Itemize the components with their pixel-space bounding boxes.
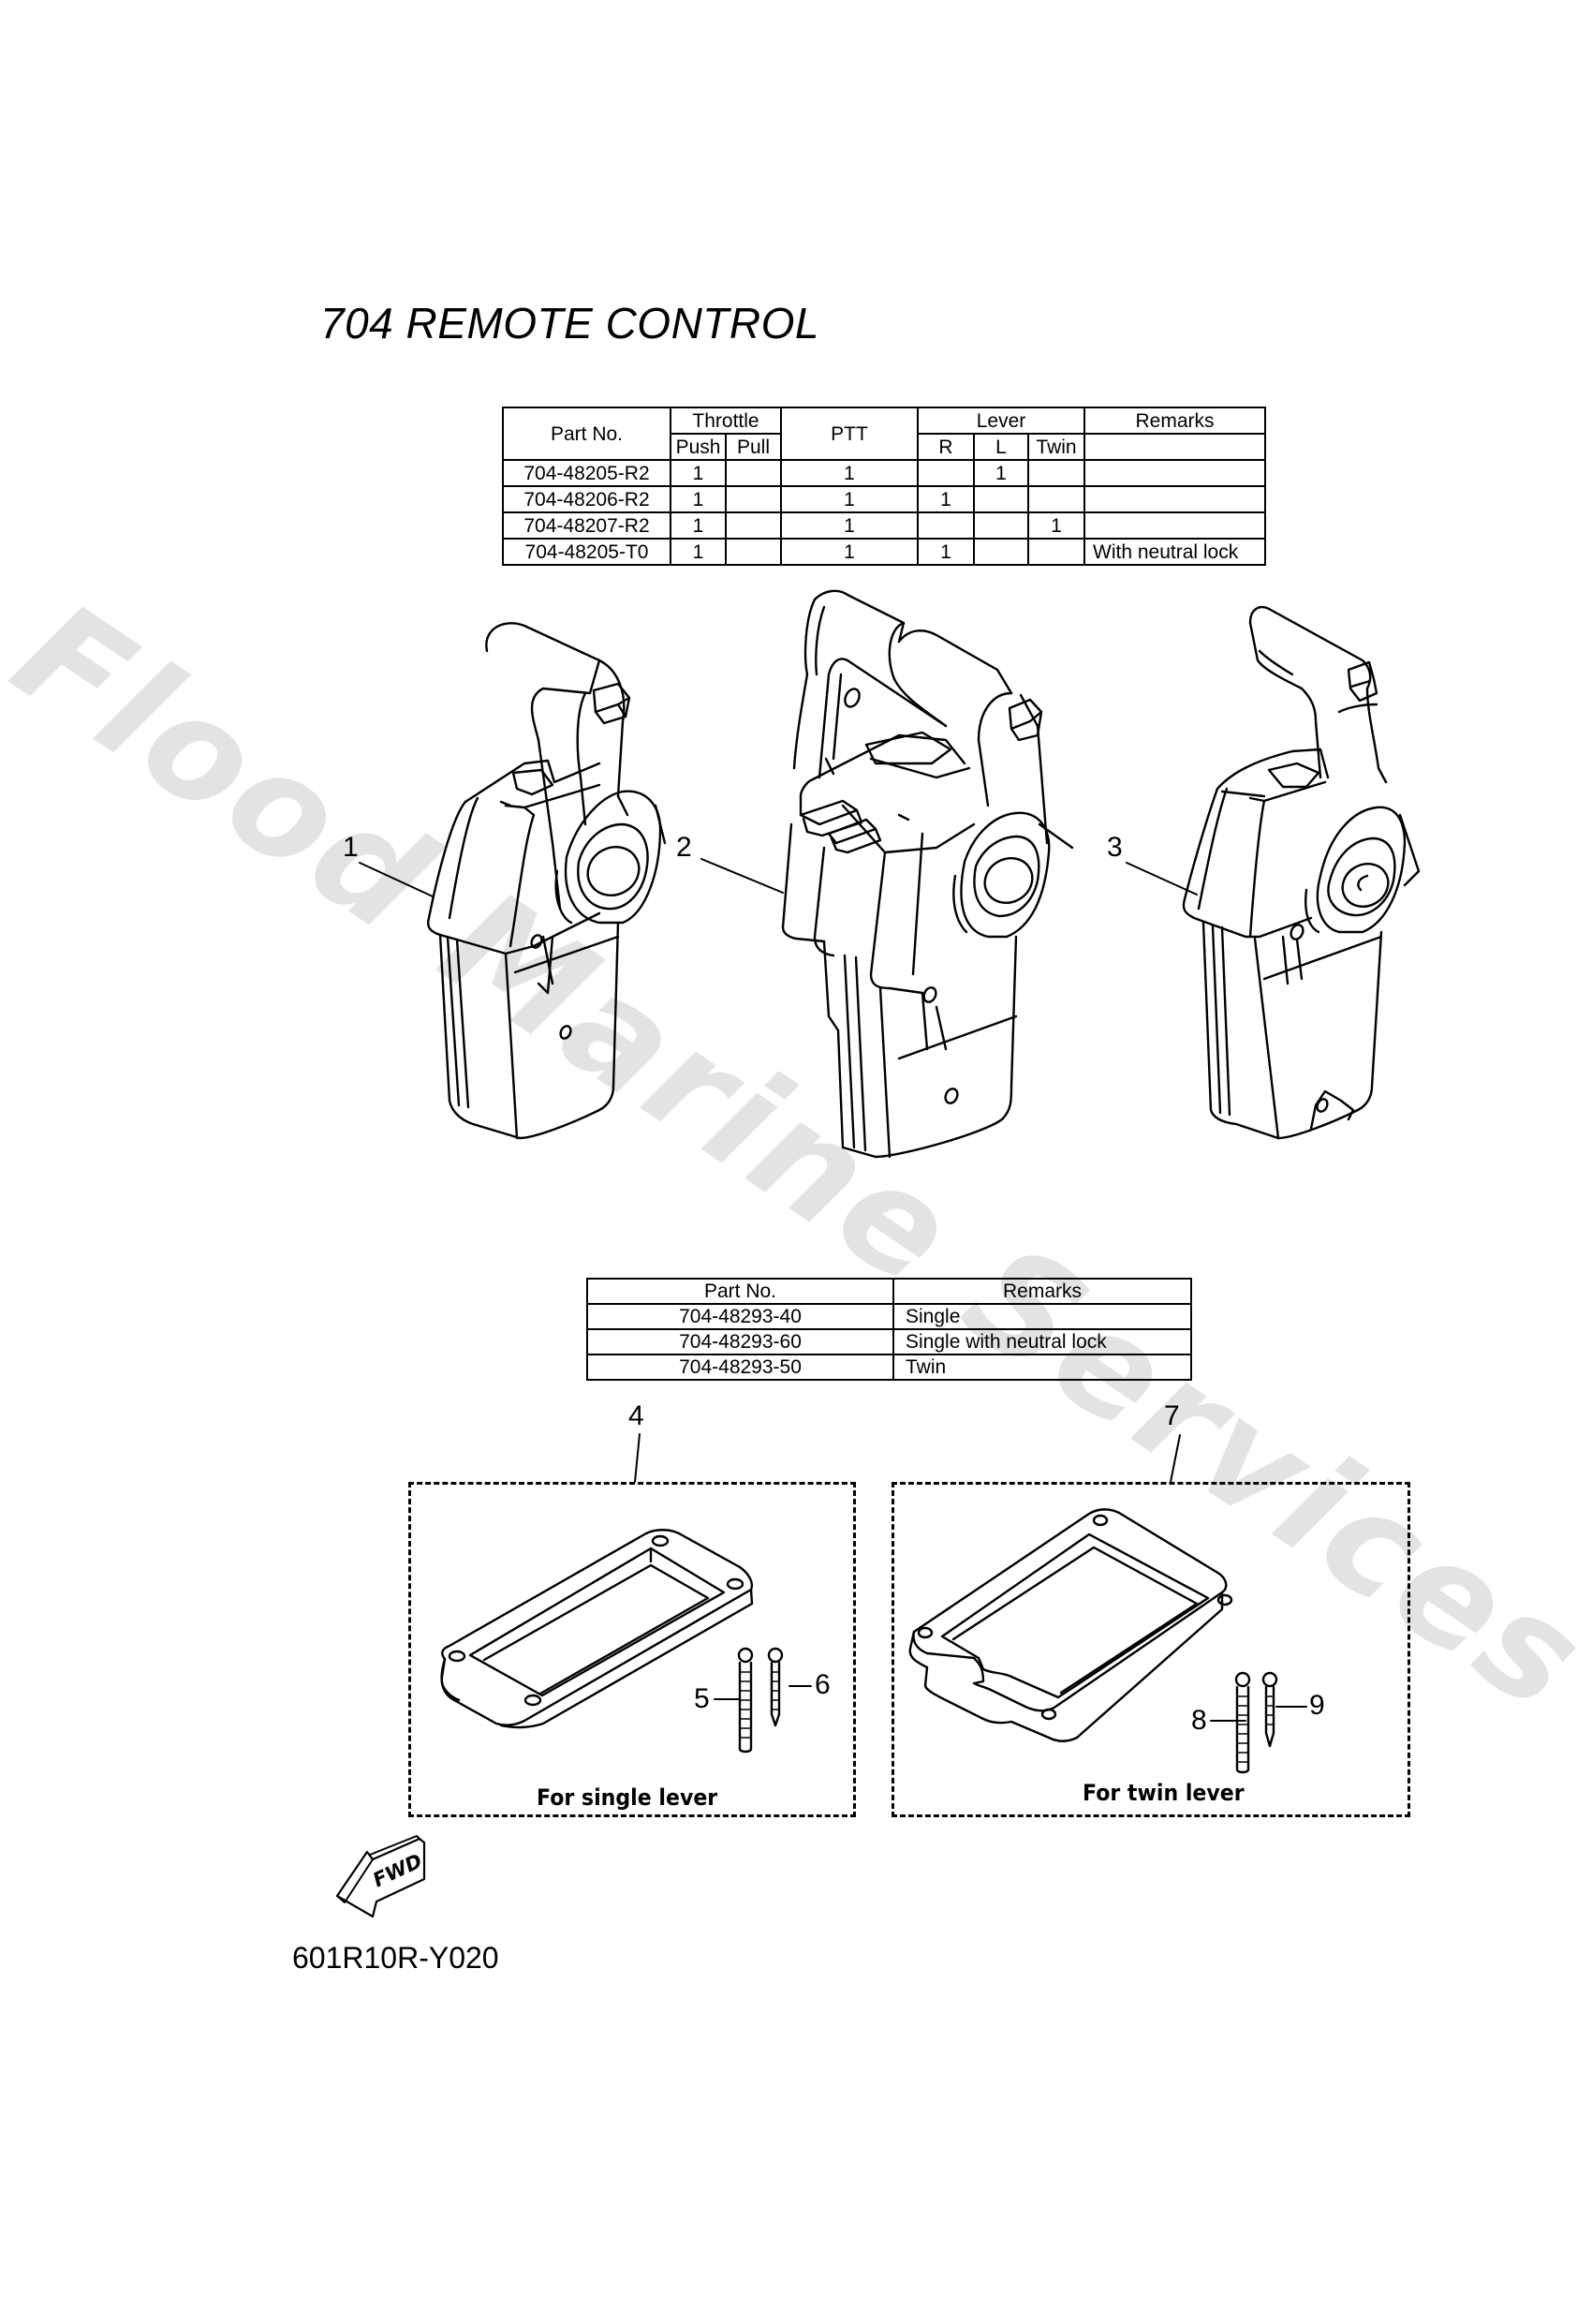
cell-r xyxy=(917,459,975,487)
header-r: R xyxy=(917,433,975,461)
cell-push: 1 xyxy=(670,511,727,540)
table-row: 704-48293-50 Twin xyxy=(586,1354,1192,1381)
cell-remarks xyxy=(1083,459,1266,487)
header-push: Push xyxy=(670,433,727,461)
cell-pull xyxy=(725,459,782,487)
single-lever-caption: For single lever xyxy=(537,1784,718,1811)
cell-pull xyxy=(725,485,782,513)
callout-3: 3 xyxy=(1107,832,1123,863)
cell-remarks: Single xyxy=(892,1303,1192,1330)
table-row: 704-48293-60 Single with neutral lock xyxy=(586,1328,1192,1355)
cell-part-no: 704-48206-R2 xyxy=(502,485,671,513)
cell-remarks: With neutral lock xyxy=(1083,538,1266,566)
table-row: 704-48205-R2 1 1 1 xyxy=(502,459,1266,487)
cell-part-no: 704-48205-R2 xyxy=(502,459,671,487)
header-lever: Lever xyxy=(917,407,1085,435)
callout-1: 1 xyxy=(343,832,359,863)
callout-5: 5 xyxy=(694,1683,710,1714)
twin-lever-caption: For twin lever xyxy=(1083,1780,1245,1806)
gasket-parts-table: Part No. Remarks 704-48293-40 Single 704… xyxy=(586,1278,1192,1381)
cell-push: 1 xyxy=(670,485,727,513)
callout-9: 9 xyxy=(1309,1690,1325,1721)
single-lever-control-3-drawing xyxy=(1182,605,1421,1140)
table-row: 704-48207-R2 1 1 1 xyxy=(502,511,1266,540)
cell-part-no: 704-48293-50 xyxy=(586,1354,894,1381)
twin-lever-kit-box xyxy=(892,1482,1410,1817)
cell-l xyxy=(973,511,1029,540)
header-throttle: Throttle xyxy=(670,407,782,435)
cell-pull xyxy=(725,511,782,540)
single-lever-control-1-drawing xyxy=(427,622,667,1140)
callout-4: 4 xyxy=(628,1400,644,1431)
cell-remarks xyxy=(1083,511,1266,540)
callout-6: 6 xyxy=(815,1669,831,1700)
cell-part-no: 704-48205-T0 xyxy=(502,538,671,566)
screws-8-9-drawing xyxy=(1234,1671,1278,1774)
callout-8: 8 xyxy=(1191,1705,1207,1736)
cell-ptt: 1 xyxy=(780,511,919,540)
cell-push: 1 xyxy=(670,538,727,566)
cell-r: 1 xyxy=(917,538,975,566)
single-lever-kit-box xyxy=(408,1482,856,1817)
cell-l xyxy=(973,538,1029,566)
cell-push: 1 xyxy=(670,459,727,487)
header-twin: Twin xyxy=(1027,433,1085,461)
callout-2: 2 xyxy=(676,832,692,863)
cell-r: 1 xyxy=(917,485,975,513)
cell-ptt: 1 xyxy=(780,485,919,513)
cell-l: 1 xyxy=(973,459,1029,487)
header-l: L xyxy=(973,433,1029,461)
cell-twin: 1 xyxy=(1027,511,1085,540)
header-ptt: PTT xyxy=(780,407,919,461)
header-part-no: Part No. xyxy=(502,407,671,461)
twin-lever-control-2-drawing xyxy=(781,589,1074,1159)
cell-r xyxy=(917,511,975,540)
page-title: 704 REMOTE CONTROL xyxy=(320,299,819,348)
header-part-no: Part No. xyxy=(586,1278,894,1305)
cell-twin xyxy=(1027,459,1085,487)
table-row: 704-48293-40 Single xyxy=(586,1303,1192,1330)
diagram-code: 601R10R-Y020 xyxy=(292,1941,499,1975)
screws-5-6-drawing xyxy=(737,1647,784,1754)
header-pull: Pull xyxy=(725,433,782,461)
cell-twin xyxy=(1027,538,1085,566)
cell-ptt: 1 xyxy=(780,538,919,566)
cell-ptt: 1 xyxy=(780,459,919,487)
header-remarks: Remarks xyxy=(1083,407,1266,435)
table-row: 704-48206-R2 1 1 1 xyxy=(502,485,1266,513)
header-remarks-blank xyxy=(1083,433,1266,461)
cell-twin xyxy=(1027,485,1085,513)
callout-7: 7 xyxy=(1164,1400,1180,1431)
cell-part-no: 704-48293-40 xyxy=(586,1303,894,1330)
single-lever-gasket-drawing xyxy=(440,1529,754,1729)
cell-remarks xyxy=(1083,485,1266,513)
callout-leaders xyxy=(359,858,1307,1722)
fwd-arrow-icon xyxy=(335,1835,426,1918)
header-remarks: Remarks xyxy=(892,1278,1192,1305)
cell-part-no: 704-48293-60 xyxy=(586,1328,894,1355)
cell-part-no: 704-48207-R2 xyxy=(502,511,671,540)
table-row: 704-48205-T0 1 1 1 With neutral lock xyxy=(502,538,1266,566)
cell-remarks: Single with neutral lock xyxy=(892,1328,1192,1355)
remote-control-parts-table: Part No. Throttle PTT Lever Remarks Push… xyxy=(502,407,1266,566)
cell-l xyxy=(973,485,1029,513)
cell-pull xyxy=(725,538,782,566)
twin-lever-gasket-drawing xyxy=(908,1508,1233,1742)
cell-remarks: Twin xyxy=(892,1354,1192,1381)
